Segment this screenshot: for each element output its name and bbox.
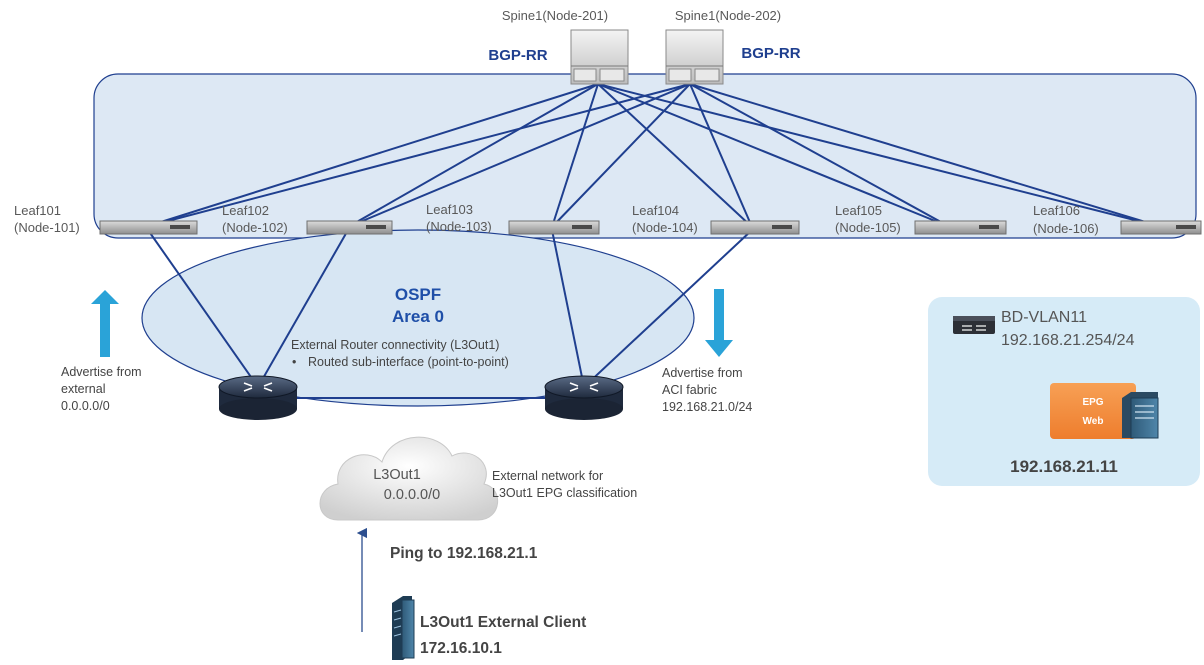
external-network-line1: External network for xyxy=(492,469,603,483)
leaf-105-node: (Node-105) xyxy=(835,220,901,235)
advertise-external-line3: 0.0.0.0/0 xyxy=(61,399,110,413)
epg-ip: 192.168.21.11 xyxy=(1010,457,1118,476)
external-network-line2: L3Out1 EPG classification xyxy=(492,486,637,500)
leaf-102-node: (Node-102) xyxy=(222,220,288,235)
leaf-106-node: (Node-106) xyxy=(1033,221,1099,236)
leaf-switch-102 xyxy=(306,220,393,235)
advertise-aci-line2: ACI fabric xyxy=(662,383,717,397)
leaf-104-name: Leaf104 xyxy=(632,203,679,218)
epg-label-line2: Web xyxy=(1083,416,1104,427)
leaf-106-name: Leaf106 xyxy=(1033,203,1080,218)
ospf-bullet-icon: • xyxy=(292,355,296,369)
leaf-switch-103 xyxy=(508,220,600,235)
advertise-up-arrow xyxy=(91,290,119,357)
ospf-description: External Router connectivity (L3Out1) xyxy=(291,338,499,352)
ospf-bullet-text: Routed sub-interface (point-to-point) xyxy=(308,355,509,369)
epg-server-icon xyxy=(1122,392,1159,439)
bd-gateway: 192.168.21.254/24 xyxy=(1001,332,1135,349)
cloud-icon xyxy=(319,436,499,521)
ospf-area xyxy=(141,229,695,407)
leaf-102-name: Leaf102 xyxy=(222,203,269,218)
spine-202-role: BGP-RR xyxy=(741,45,800,62)
router-icon-left xyxy=(218,375,298,420)
fabric-area xyxy=(93,73,1197,239)
spine-switch-202 xyxy=(665,29,724,85)
spine-201-label: Spine1(Node-201) xyxy=(502,8,608,23)
bd-switch-icon xyxy=(953,316,995,334)
server-icon xyxy=(392,596,415,660)
epg-box xyxy=(1050,383,1136,439)
leaf-105-name: Leaf105 xyxy=(835,203,882,218)
leaf-switch-104 xyxy=(710,220,800,235)
advertise-aci-line3: 192.168.21.0/24 xyxy=(662,400,752,414)
advertise-external-line2: external xyxy=(61,382,105,396)
cloud-prefix: 0.0.0.0/0 xyxy=(384,487,440,503)
leaf-101-name: Leaf101 xyxy=(14,203,61,218)
leaf-103-name: Leaf103 xyxy=(426,202,473,217)
leaf-103-node: (Node-103) xyxy=(426,219,492,234)
advertise-external-line1: Advertise from xyxy=(61,365,142,379)
ospf-title: OSPF xyxy=(395,285,441,304)
router-icon-right xyxy=(544,375,624,420)
epg-label-line1: EPG xyxy=(1082,397,1103,408)
ping-label: Ping to 192.168.21.1 xyxy=(390,545,538,562)
client-name: L3Out1 External Client xyxy=(420,614,586,631)
client-ip: 172.16.10.1 xyxy=(420,640,502,657)
leaf-switch-106 xyxy=(1120,220,1202,235)
bd-name: BD-VLAN11 xyxy=(1001,309,1087,326)
spine-202-label: Spine1(Node-202) xyxy=(675,8,781,23)
ospf-area-label: Area 0 xyxy=(392,307,444,326)
advertise-down-arrow xyxy=(705,289,733,357)
spine-201-role: BGP-RR xyxy=(488,47,547,64)
leaf-switch-105 xyxy=(914,220,1007,235)
fabric-links xyxy=(144,83,1163,228)
spine-switch-201 xyxy=(570,29,629,85)
leaf-switch-101 xyxy=(99,220,198,235)
cloud-label: L3Out1 xyxy=(373,467,421,483)
router-links xyxy=(147,229,753,399)
leaf-104-node: (Node-104) xyxy=(632,220,698,235)
leaf-101-node: (Node-101) xyxy=(14,220,80,235)
advertise-aci-line1: Advertise from xyxy=(662,366,743,380)
